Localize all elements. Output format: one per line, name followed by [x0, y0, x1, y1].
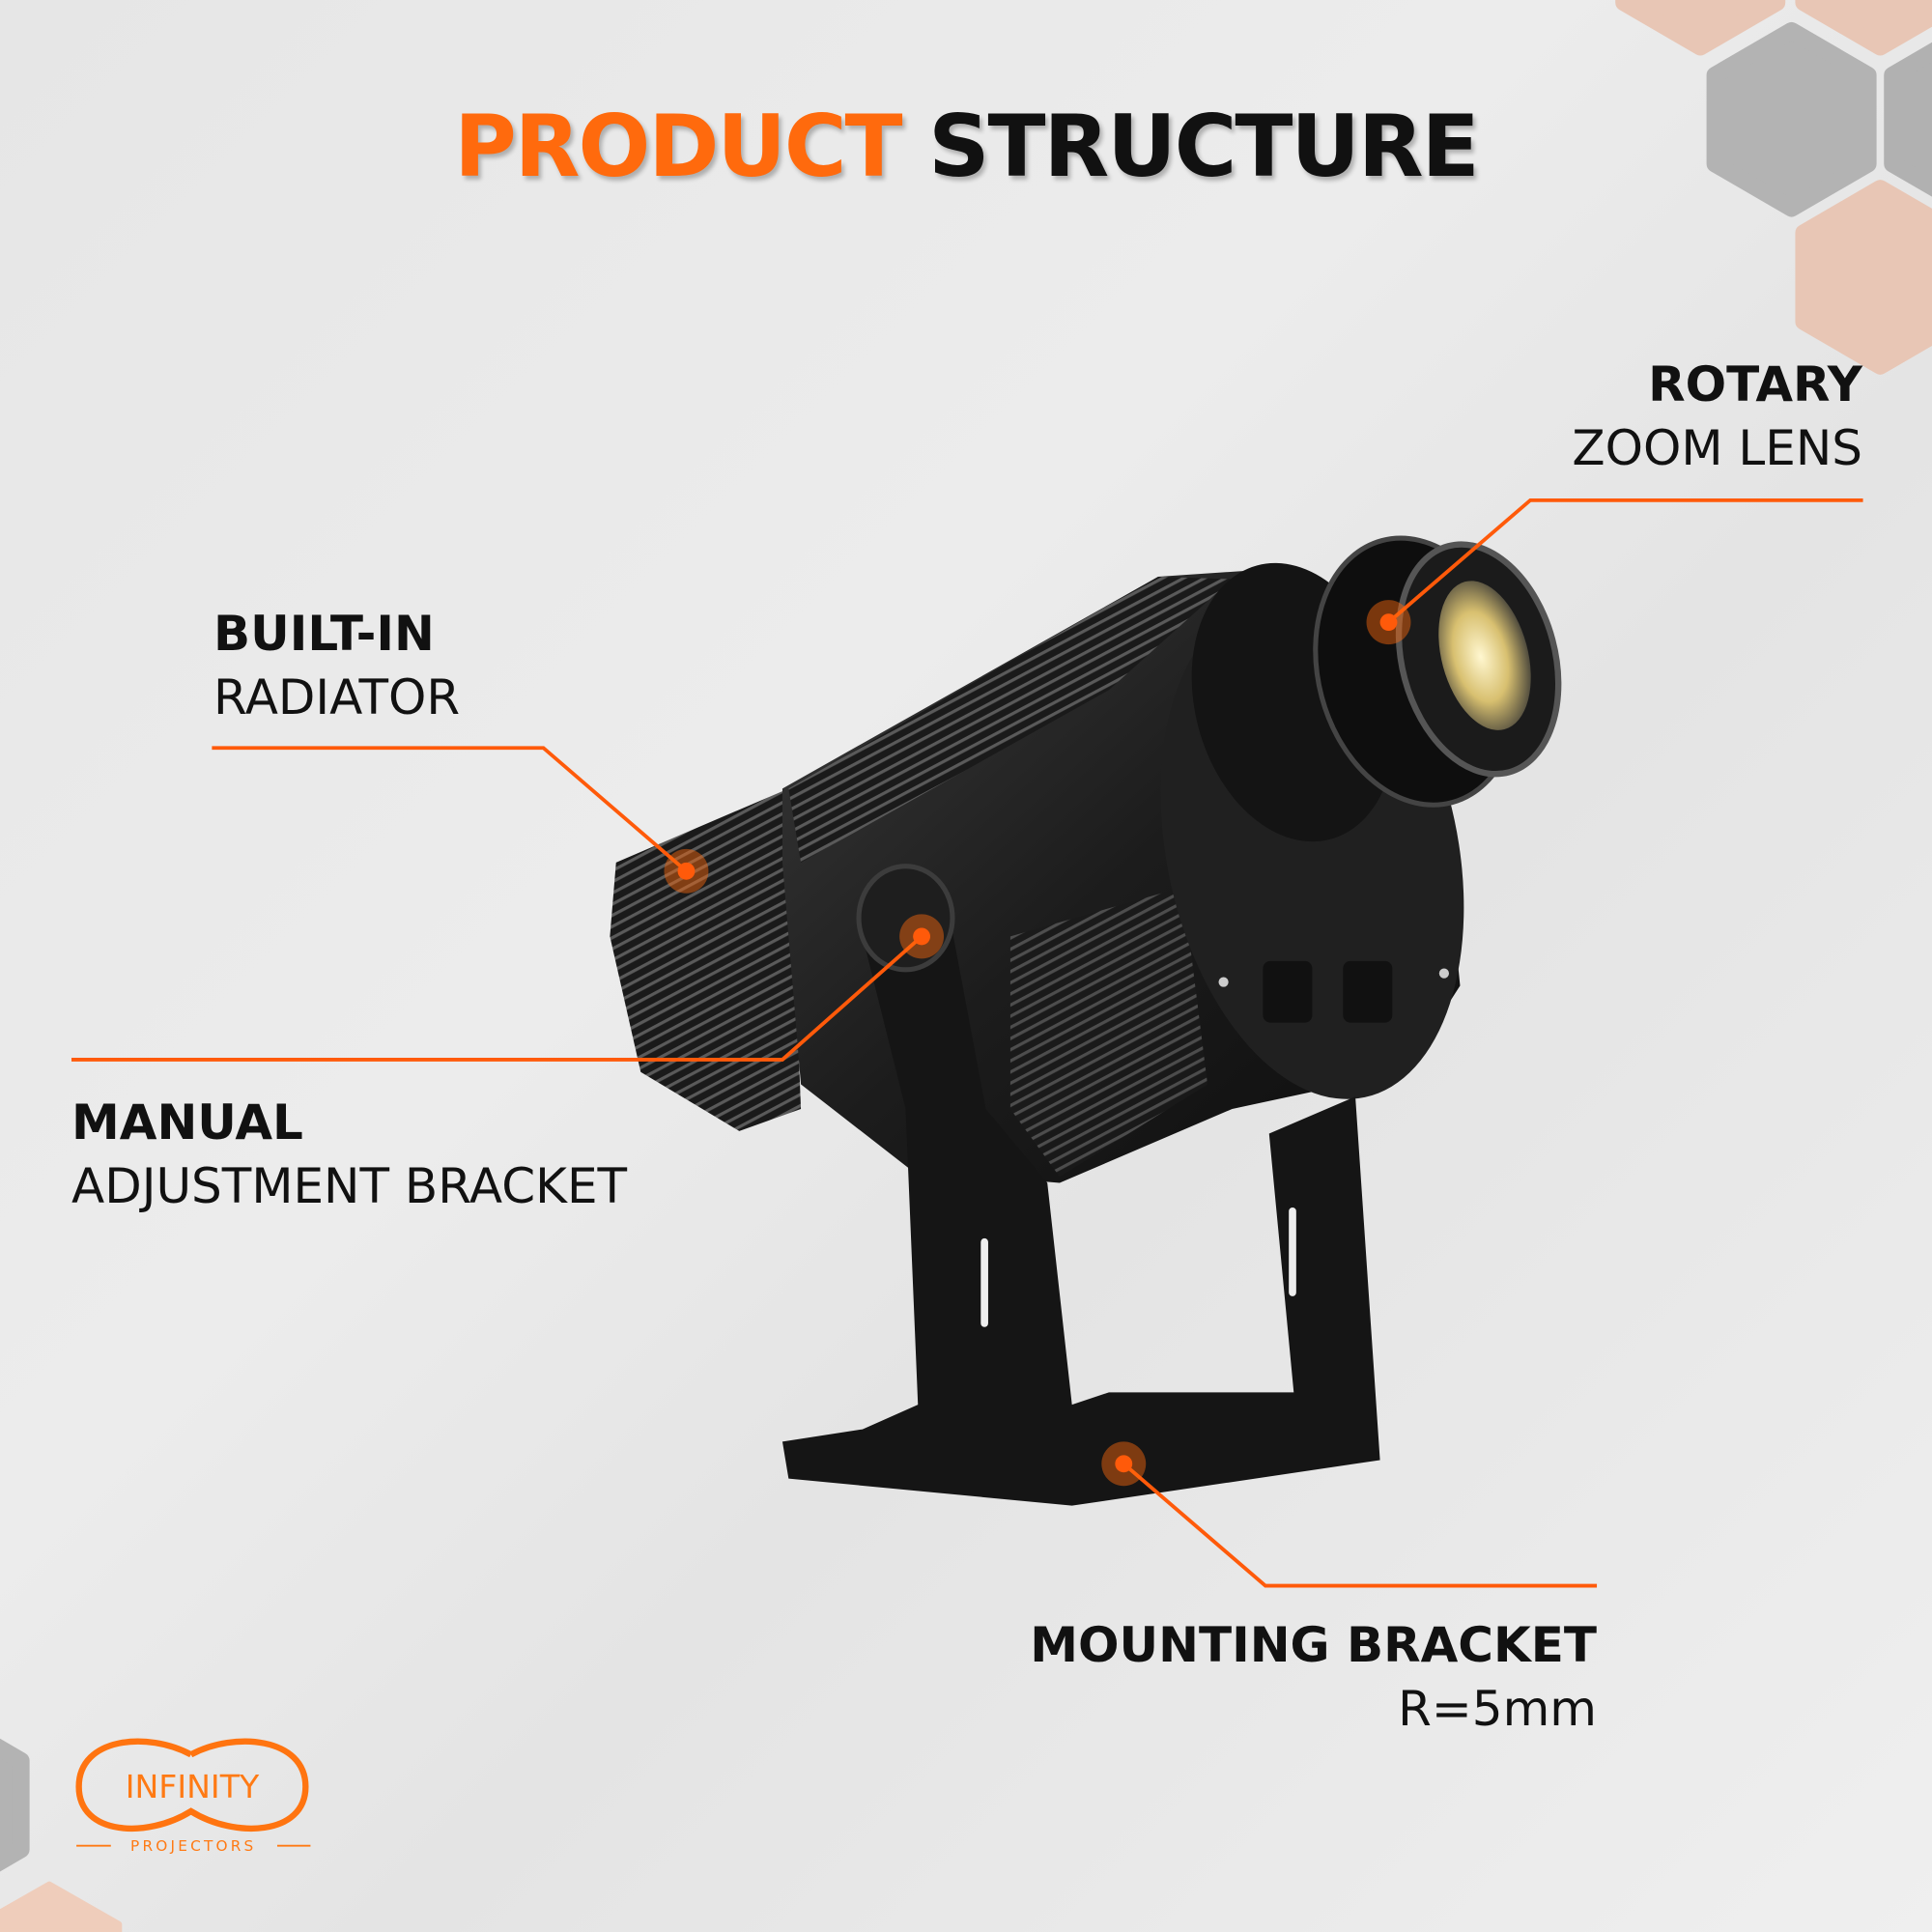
body-fins — [788, 576, 1233, 863]
radiator-fins — [610, 788, 802, 1131]
title-main: STRUCTURE — [928, 97, 1480, 196]
callout-dot — [1115, 1455, 1133, 1473]
callout-line-mounting — [1122, 1462, 1598, 1588]
callout-dot — [913, 927, 931, 946]
logo-sub-text: PROJECTORS — [130, 1837, 256, 1855]
screw — [1218, 977, 1229, 987]
button-1 — [1263, 960, 1313, 1023]
bracket-slot — [980, 1237, 988, 1327]
callout-built-in-radiator: BUILT-IN RADIATOR — [213, 602, 460, 729]
callout-line-manual — [71, 934, 923, 1062]
callout-line-radiator — [212, 746, 688, 873]
callout-dots — [664, 600, 1411, 1487]
title-accent: PRODUCT — [454, 97, 902, 196]
callout-line-rotary — [1387, 497, 1863, 624]
callout-dot — [677, 862, 696, 880]
callout-dot — [1379, 613, 1398, 632]
callout-subtitle: ZOOM LENS — [1572, 420, 1862, 476]
callout-manual-adjustment-bracket: MANUAL ADJUSTMENT BRACKET — [71, 1091, 627, 1218]
callout-title: MOUNTING BRACKET — [1030, 1617, 1597, 1673]
page-title: PRODUCT STRUCTURE — [0, 97, 1932, 196]
callout-title: BUILT-IN — [213, 606, 435, 662]
callout-rotary-zoom-lens: ROTARY ZOOM LENS — [1572, 353, 1862, 480]
screw — [1438, 968, 1449, 979]
logo-brand-text: INFINITY — [126, 1768, 260, 1805]
callout-subtitle: R=5mm — [1398, 1681, 1597, 1737]
lens-glass — [1438, 581, 1531, 730]
logo-infinity-mark — [75, 1738, 309, 1832]
callout-title: ROTARY — [1648, 356, 1862, 412]
adjustment-knob — [856, 864, 955, 973]
callout-title: MANUAL — [71, 1094, 303, 1151]
callout-subtitle: RADIATOR — [213, 669, 461, 725]
projector-illustration — [610, 535, 1562, 1506]
callout-subtitle: ADJUSTMENT BRACKET — [71, 1158, 628, 1214]
button-2 — [1343, 960, 1393, 1023]
callout-mounting-bracket: MOUNTING BRACKET R=5mm — [1030, 1613, 1597, 1741]
callout-lines — [71, 497, 1863, 1588]
brand-logo: INFINITY PROJECTORS — [75, 1738, 311, 1855]
bracket — [781, 911, 1380, 1506]
body-fins-lower — [1009, 887, 1208, 1178]
bracket-slot — [1289, 1208, 1296, 1296]
